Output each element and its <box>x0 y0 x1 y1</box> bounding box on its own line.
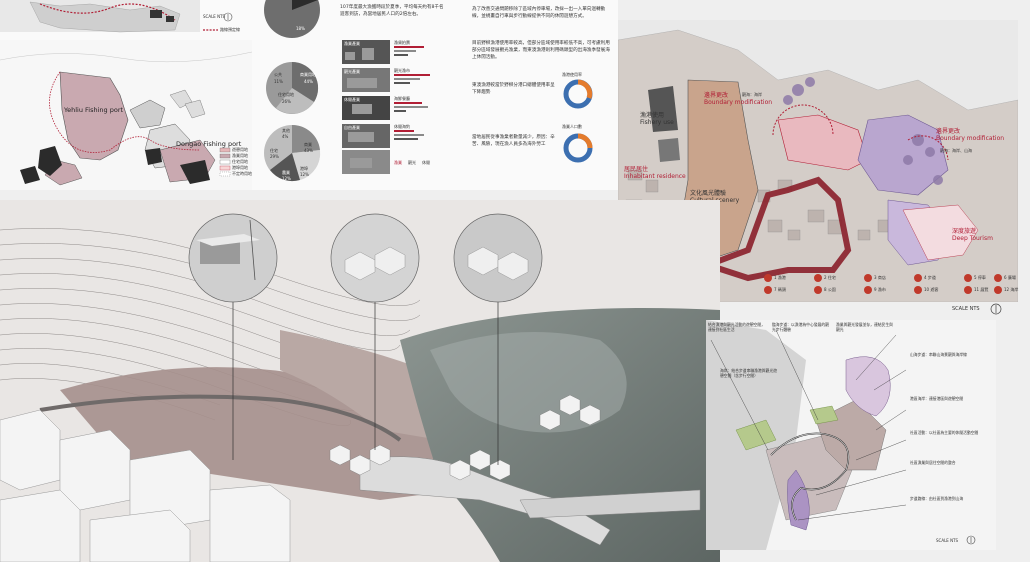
diagram-note-left-2: 臨海步道：以漁港為中心發展的觀光步行體驗 <box>772 322 829 332</box>
pie-bottom-label-5: 住宅 <box>270 148 278 153</box>
diagram-note-right-3: 港區海岸：連接港區與遊憩空間 <box>910 396 964 401</box>
bar-legend-1: 漁業 <box>394 160 402 165</box>
legend-item-irregular: 不定時用地 <box>232 171 252 176</box>
legend-item-1: 1 漁港 <box>774 275 786 280</box>
photo-label-2: 觀光產業 <box>344 69 360 74</box>
top-left-map-svg <box>0 0 252 190</box>
mid-item-1: 東澳漁港較當於野柳分港口總體使用率呈下降趨勢 <box>472 83 555 95</box>
legend-item-residential: 住宅用地 <box>232 159 248 164</box>
donut-label-2: 漁業人口數 <box>562 124 582 129</box>
label-ocean: 觀海：海岸 <box>742 92 762 97</box>
photo-item-2: 觀光漁市 <box>394 68 410 73</box>
scale-label-bottom: SCALE NTS <box>936 538 959 543</box>
diagram-note-right-4: 社區活動：以社區為主要的休閒活動空間 <box>910 430 979 435</box>
right-top-map-panel: 漁港使用 Fishery use 邊界更改 Boundary modificat… <box>618 20 1018 302</box>
legend-item-7: 7 碼頭 <box>774 287 786 292</box>
label-mountain: 觀海：海岸、山海 <box>940 148 972 153</box>
diagram-note-right-2: 山海步道：串聯山海景觀與海岸線 <box>910 352 967 357</box>
diagram-note-left-1: 結合漁港與觀光活動的遊憩空間，連接到社區生活 <box>708 322 765 332</box>
photo-item-1: 漁貨拍賣 <box>394 40 410 45</box>
pie-bottom-label-7: 農業 <box>282 170 290 175</box>
legend-item-8: 8 公園 <box>824 287 836 292</box>
legend-top-label: 路線預定線 <box>220 27 240 32</box>
scale-label-right-top: SCALE NTS <box>952 306 980 312</box>
pie-bottom-label-2: 4% <box>282 134 289 139</box>
photo-label-1: 漁業產業 <box>344 41 360 46</box>
pie-mid-label-3: 住宅用地 <box>278 92 294 97</box>
pie-mid-label-6: 11% <box>274 79 283 84</box>
pie-bottom-label-9: 港埠 <box>300 166 308 171</box>
legend-item-2: 2 住宅 <box>824 275 836 280</box>
legend-item-port: 港埠用地 <box>232 165 248 170</box>
bar-legend-2: 觀光 <box>408 160 416 165</box>
top-left-map-panel: 路線預定線 SCALE NTS Yehliu Fishing port Dong… <box>0 0 252 190</box>
legend-item-11: 11 展覽 <box>974 287 989 292</box>
pie-bottom-label-4: 43% <box>304 148 313 153</box>
scale-icon-right-top <box>990 303 1002 315</box>
mid-paragraph-2: 目前野柳漁港使用率較高，但部分區域使用率較低不高，可考慮利用部分區域發展觀光漁業… <box>472 41 610 60</box>
stats-intro-paragraph: 107年度最大漁獲時段於夏季，平均每天約有8千名遊客到訪，為當地居民人口的2倍左… <box>340 5 444 17</box>
legend-item-4: 4 步道 <box>924 275 936 280</box>
aerial-render-svg <box>0 200 720 562</box>
legend-item-12: 12 海岸 <box>1004 287 1019 292</box>
pie-bottom-label-8: 12% <box>282 176 291 181</box>
pie-mid-label-2: 44% <box>304 79 313 84</box>
dongao-port-label: Dongao Fishing port <box>176 140 242 148</box>
legend-item-fishery: 漁業用地 <box>232 153 248 158</box>
diagram-note-right-1: 漁業與觀光發展並存，連結民生與觀光 <box>836 322 893 332</box>
pie-bottom-label-6: 29% <box>270 154 279 159</box>
route-diagram-panel: 結合漁港與觀光活動的遊憩空間，連接到社區生活 臨海步道：以漁港為中心發展的觀光步… <box>706 320 996 550</box>
label-boundary-1: 邊界更改 Boundary modification <box>704 92 773 106</box>
pie-mid-label-1: 商業用地 <box>300 72 316 77</box>
pie-bottom-label-1: 其他 <box>282 128 290 133</box>
route-diagram-svg <box>706 320 996 550</box>
legend-item-6: 6 廣場 <box>1004 275 1016 280</box>
photo-item-3: 海鮮餐廳 <box>394 96 410 101</box>
bar-legend-3: 休閒 <box>422 160 430 165</box>
legend-item-5: 5 停車 <box>974 275 986 280</box>
legend-item-recreation: 遊憩用地 <box>232 147 248 152</box>
label-boundary-2: 邊界更改 Boundary modification <box>936 128 1005 142</box>
stats-panel: 107年度最大漁獲時段於夏季，平均每天約有8千名遊客到訪，為當地居民人口的2倍左… <box>252 0 452 190</box>
photo-item-4: 休閒海釣 <box>394 124 410 129</box>
label-inhabitant: 居民居住 Inhabitant residence <box>624 166 686 180</box>
photo-label-4: 自由產業 <box>344 125 360 130</box>
yehliu-port-label: Yehliu Fishing port <box>64 106 124 114</box>
pie-bottom-label-10: 12% <box>300 172 309 177</box>
diagram-note-left-3: 海岸：結合步道串聯漁港與觀光遊憩空間（含步行空間） <box>720 368 777 378</box>
donut-charts-svg <box>563 79 593 163</box>
pie-mid-label-4: 26% <box>282 99 291 104</box>
stats-svg <box>264 0 430 182</box>
diagram-note-right-6: 步道路線：由社區到漁港到山海 <box>910 496 964 501</box>
pie-top-label: 18% <box>296 26 305 31</box>
aerial-render <box>0 200 720 562</box>
pie-mid-label-5: 公共 <box>274 72 282 77</box>
label-deep-tourism: 深度旅遊 Deep Tourism <box>952 228 993 242</box>
label-fishery-use: 漁港使用 Fishery use <box>640 112 674 126</box>
right-top-map-svg <box>618 20 1018 302</box>
scale-label-top: SCALE NTS <box>203 14 226 19</box>
mid-paragraph-1: 為了改善交通問題移除了區域內停車場，改採一出一入單向迴轉動線，並規畫自行車與步行… <box>472 7 606 19</box>
pie-bottom-label-3: 商業 <box>304 142 312 147</box>
mid-item-2: 當地居民從事漁業者數量減少，原因：辛苦、風險，現在漁人員多為海外勞工 <box>472 135 555 147</box>
legend-item-10: 10 遊客 <box>924 287 939 292</box>
mid-text-panel: 為了改善交通問題移除了區域內停車場，改採一出一入單向迴轉動線，並規畫自行車與步行… <box>452 0 618 190</box>
diagram-note-right-5: 社區漁業與居住空間的整合 <box>910 460 956 465</box>
photo-label-3: 休閒產業 <box>344 97 360 102</box>
legend-item-9: 9 漁市 <box>874 287 886 292</box>
legend-item-3: 3 商店 <box>874 275 886 280</box>
donut-label-1: 漁港使用率 <box>562 72 582 77</box>
